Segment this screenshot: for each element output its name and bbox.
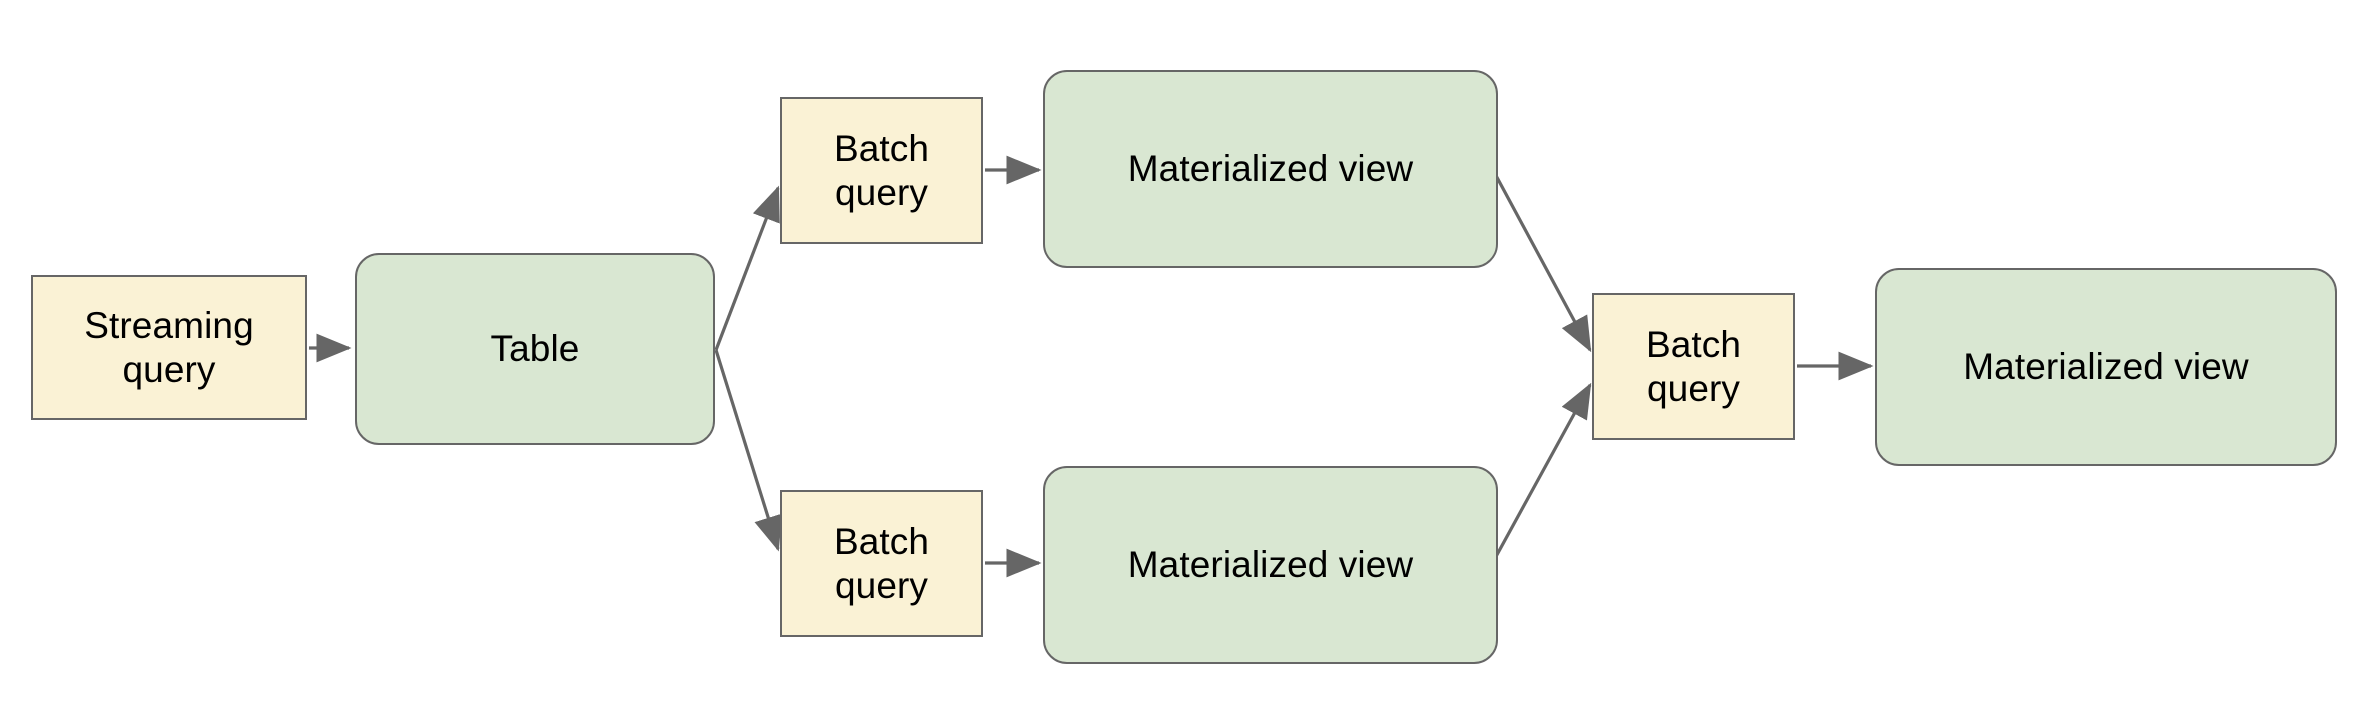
node-materialized-view-final[interactable]: Materialized view — [1875, 268, 2337, 466]
node-batch-query-top-label: Batch query — [833, 127, 930, 213]
node-table[interactable]: Table — [355, 253, 715, 445]
node-batch-query-top[interactable]: Batch query — [780, 97, 983, 244]
node-materialized-view-bottom[interactable]: Materialized view — [1043, 466, 1498, 664]
node-streaming-query[interactable]: Streaming query — [31, 275, 307, 420]
edge-table-to-batch-query-bottom — [714, 349, 783, 552]
edge-materialized-view-bottom-to-batch-query-merge — [1491, 382, 1592, 563]
node-batch-query-bottom-label: Batch query — [833, 520, 930, 606]
node-batch-query-merge[interactable]: Batch query — [1592, 293, 1795, 440]
node-materialized-view-top-label: Materialized view — [1127, 148, 1414, 190]
edge-table-to-batch-query-top — [714, 185, 780, 351]
node-batch-query-bottom[interactable]: Batch query — [780, 490, 983, 637]
node-batch-query-merge-label: Batch query — [1645, 323, 1742, 409]
node-streaming-query-label: Streaming query — [84, 304, 254, 390]
node-table-label: Table — [490, 328, 580, 370]
node-materialized-view-final-label: Materialized view — [1963, 346, 2249, 388]
node-materialized-view-top[interactable]: Materialized view — [1043, 70, 1498, 268]
node-materialized-view-bottom-label: Materialized view — [1127, 544, 1414, 586]
edge-materialized-view-top-to-batch-query-merge — [1491, 169, 1592, 353]
